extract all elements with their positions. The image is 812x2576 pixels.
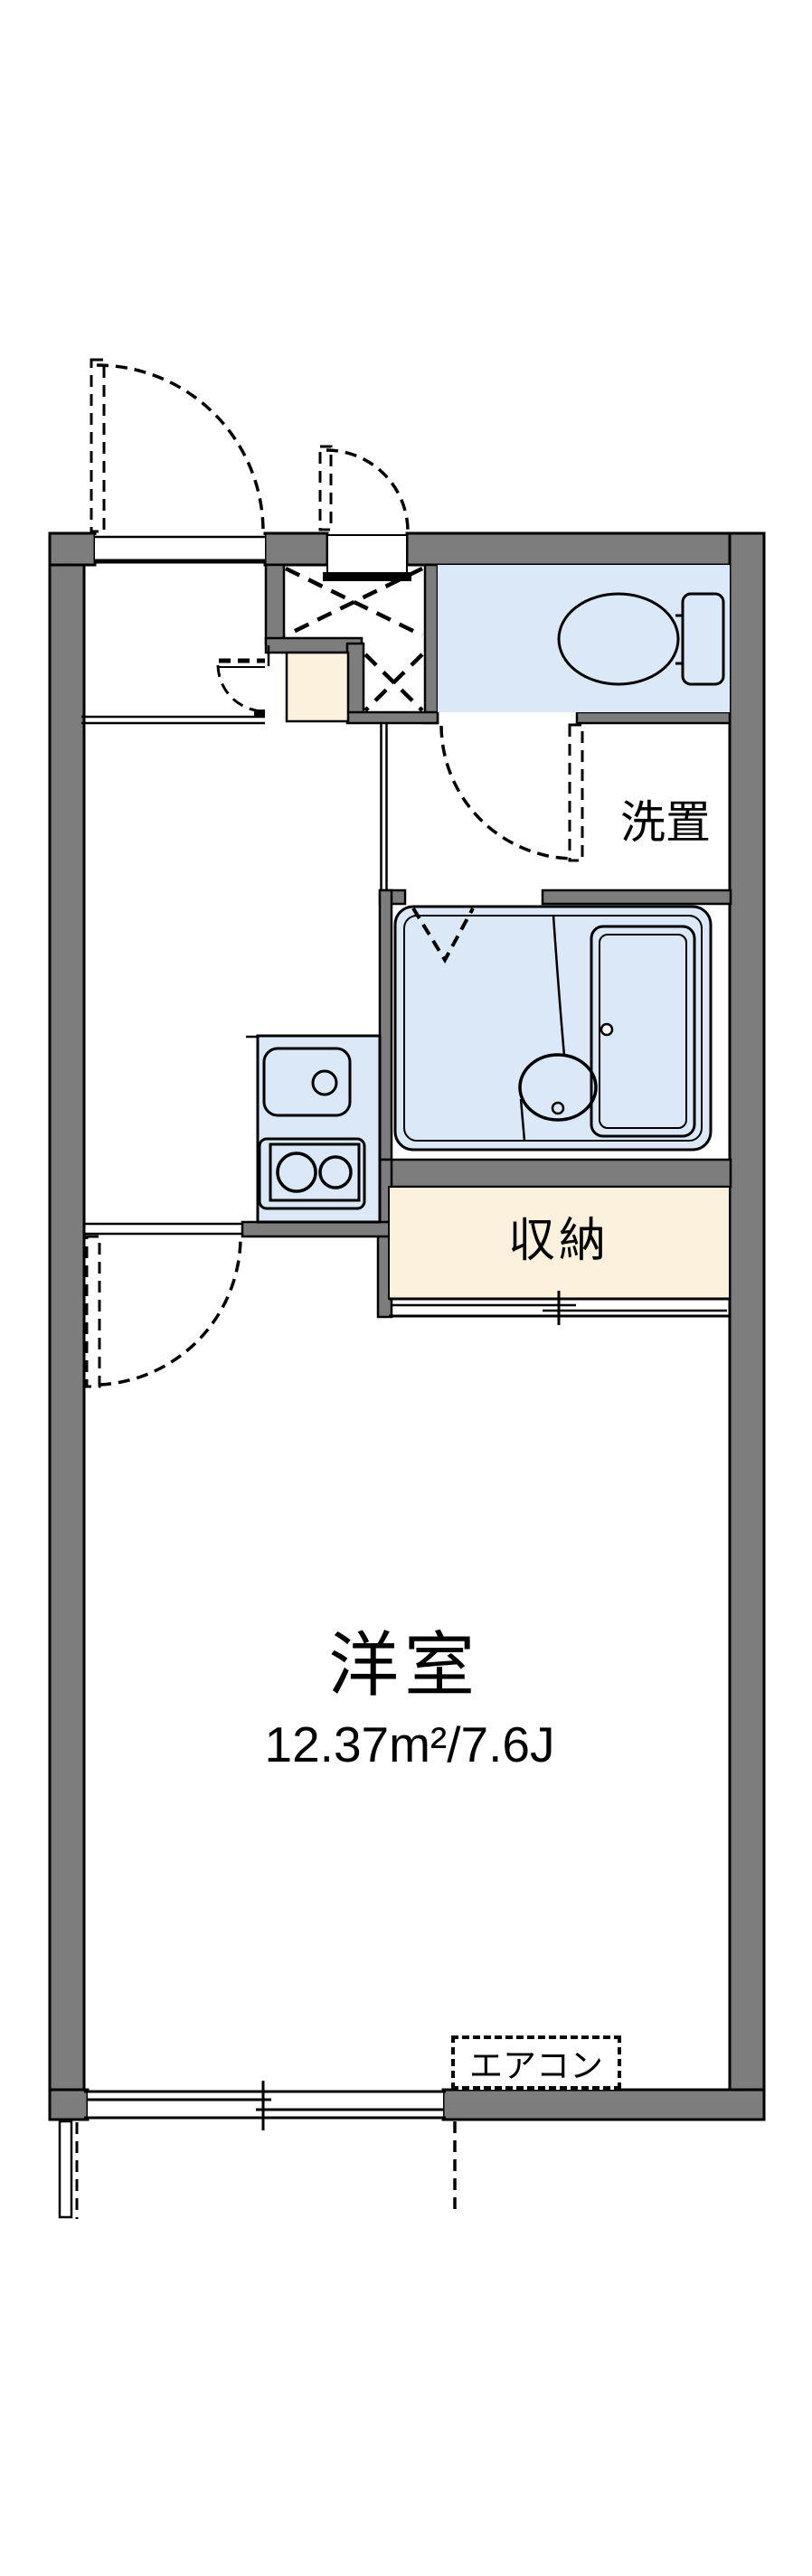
toilet-west-wall bbox=[423, 563, 439, 725]
balcony-marks bbox=[58, 2120, 457, 2219]
washroom-partition-line bbox=[380, 723, 388, 891]
outer-walls bbox=[48, 531, 766, 2121]
wall-right bbox=[728, 531, 766, 2121]
toilet-hinge-lines bbox=[675, 614, 684, 665]
recess-back-line bbox=[323, 572, 411, 581]
shoe-cabinet bbox=[285, 651, 350, 723]
entrance-opening-floor bbox=[95, 535, 265, 563]
exterior-storage-recess bbox=[323, 534, 411, 581]
wall-top-segment-1 bbox=[48, 531, 97, 567]
alcove-downleg-wall bbox=[345, 642, 365, 716]
stove-icon bbox=[258, 1137, 366, 1210]
stove-inner-frame bbox=[269, 1142, 361, 1202]
toilet-door-swing bbox=[439, 725, 574, 860]
toilet-door-leaf bbox=[568, 723, 584, 862]
washbasin-drain bbox=[551, 1101, 565, 1115]
alcove-west-wall bbox=[264, 563, 286, 645]
window-opening bbox=[88, 2092, 443, 2118]
unit-bath-inner-line bbox=[403, 915, 703, 1142]
closet-label: 収納 bbox=[507, 1215, 609, 1267]
x-mark-line bbox=[364, 653, 424, 712]
burner-icon bbox=[318, 1155, 353, 1189]
entrance-opening bbox=[95, 535, 265, 564]
bathtub-icon bbox=[590, 925, 696, 1138]
room-door-leaf bbox=[85, 1235, 101, 1388]
sliding-window bbox=[84, 2081, 446, 2130]
entrance-door-swing bbox=[96, 363, 265, 532]
room-door-header-line bbox=[84, 1222, 242, 1236]
closet-sliding-door bbox=[389, 1291, 730, 1325]
burner-icon bbox=[276, 1152, 317, 1193]
recess-floor bbox=[326, 534, 408, 578]
x-mark-line bbox=[285, 566, 423, 638]
cabinet-door-hinge bbox=[254, 710, 265, 718]
kitchen-unit bbox=[246, 1034, 382, 1224]
wall-left bbox=[48, 531, 86, 2121]
bath-south-wall bbox=[376, 1158, 732, 1189]
storage-door-leaf bbox=[318, 445, 333, 531]
wall-top-segment-3 bbox=[405, 531, 766, 567]
aircon-space-box: エアコン bbox=[451, 2035, 621, 2090]
alcove-south-wall bbox=[345, 710, 439, 725]
cabinet-door-swing bbox=[216, 664, 265, 713]
entrance-door-leaf bbox=[90, 358, 106, 533]
bath-door-swing bbox=[411, 907, 475, 964]
aircon-label: エアコン bbox=[469, 2047, 603, 2084]
kitchen-counter bbox=[256, 1034, 382, 1224]
wall-bottom-right bbox=[441, 2088, 766, 2121]
toilet-icon bbox=[557, 592, 725, 686]
unit-bath-outline bbox=[393, 905, 713, 1152]
main-room-label: 洋室 bbox=[327, 1625, 480, 1705]
toilet-tank bbox=[681, 592, 725, 686]
storage-door-swing bbox=[326, 448, 410, 532]
doors bbox=[85, 358, 584, 1388]
bath-divider-line bbox=[552, 915, 566, 1057]
partition-lines bbox=[81, 715, 388, 1236]
bathroom bbox=[393, 905, 713, 1152]
kitchen-south-wall bbox=[241, 1220, 392, 1238]
wall-top-segment-2 bbox=[263, 531, 329, 567]
bath-north-wall-right bbox=[541, 888, 732, 906]
bathtub-inner-line bbox=[599, 934, 687, 1129]
balcony-partition bbox=[58, 2120, 73, 2219]
toilet-south-wall bbox=[575, 710, 732, 725]
genkan-step-line bbox=[81, 715, 265, 725]
faucet-icon bbox=[311, 1069, 338, 1096]
washbasin-icon bbox=[518, 1053, 598, 1122]
bathtub-handle bbox=[600, 1022, 614, 1037]
room-door-swing bbox=[99, 1237, 242, 1387]
wall-bottom-left bbox=[48, 2088, 90, 2121]
entrance-alcove-x-marks bbox=[285, 566, 424, 712]
kitchen-sink-icon bbox=[262, 1047, 352, 1117]
main-room-area-label: 12.37m²/7.6J bbox=[264, 1716, 555, 1772]
toilet-bowl bbox=[557, 592, 680, 686]
laundry-space-label: 洗置 bbox=[620, 797, 711, 848]
bath-floor-line bbox=[519, 1098, 526, 1142]
bath-west-wall bbox=[378, 888, 393, 1190]
